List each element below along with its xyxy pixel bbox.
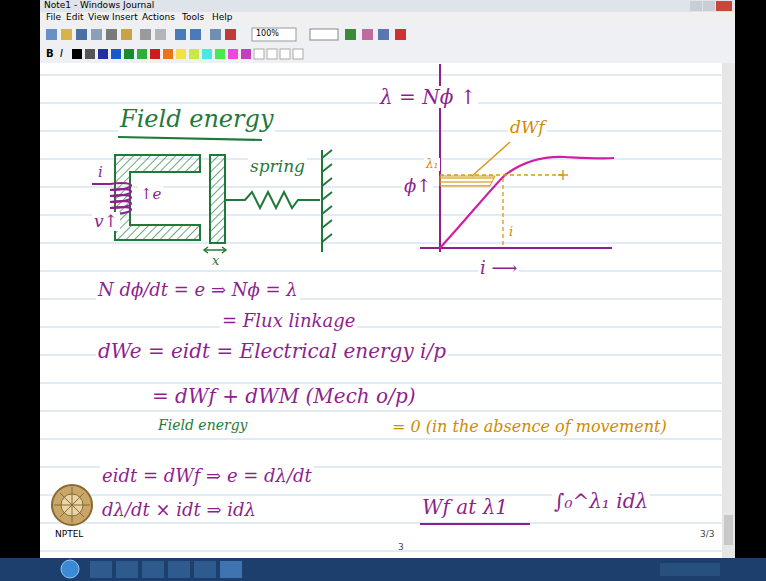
page-heading: Field energy [118, 106, 275, 132]
gap-label: x [210, 254, 221, 268]
equation: dWe = eidt = Electrical energy i/p [96, 340, 448, 362]
energy-increment-label: dWf [508, 118, 547, 137]
menu-item: Tools [182, 13, 204, 23]
title-bar [40, 0, 735, 12]
axis-label: ϕ↑ [402, 176, 433, 196]
menu-item: Insert [112, 13, 138, 23]
voltage-label: v↑ [92, 212, 120, 231]
scrollbar [722, 63, 735, 558]
flux-value: λ₁ [424, 158, 440, 171]
title-underline [118, 137, 262, 140]
note-page [40, 63, 722, 558]
equation: = Flux linkage [220, 311, 357, 331]
page-count: 3/3 [700, 530, 714, 540]
zoom-box: 100% [256, 30, 279, 39]
logo-text: NPTEL [55, 530, 83, 540]
menu-item: Edit [66, 13, 83, 23]
menu-bar [40, 12, 735, 25]
window-title: Note1 - Windows Journal [44, 1, 154, 11]
current-value: i [507, 225, 515, 239]
underline [420, 523, 530, 525]
equation: = dWf + dWM (Mech o/p) [150, 385, 418, 407]
toolbar [40, 25, 735, 45]
gap-arrow [204, 247, 226, 253]
ruled-lines [40, 75, 722, 551]
flux-linkage-label: λ = Nϕ ↑ [378, 86, 478, 108]
menu-item: Help [212, 13, 233, 23]
menu-item: View [88, 13, 109, 23]
part-label: spring [248, 157, 307, 176]
equation: dλ/dt × idt ⇒ idλ [100, 500, 258, 520]
menu-item: File [46, 13, 61, 23]
format-toolbar [40, 45, 735, 63]
taskbar [0, 558, 766, 581]
menu-item: Actions [142, 13, 175, 23]
annotation: = 0 (in the absence of movement) [390, 418, 669, 436]
bold-button: B [46, 48, 54, 59]
result: Wf at λ1 [420, 496, 510, 518]
italic-button: I [60, 48, 63, 59]
spring [225, 150, 332, 252]
electromagnet-core [115, 155, 225, 243]
integral: ∫₀^λ₁ idλ [552, 490, 650, 512]
current-label: i [96, 164, 105, 181]
nptel-logo [52, 485, 92, 525]
equation: eidt = dWf ⇒ e = dλ/dt [100, 466, 314, 486]
page-number: 3 [398, 543, 404, 553]
annotation: Field energy [156, 418, 250, 433]
coil [92, 183, 131, 214]
axis-label: i ⟶ [478, 258, 519, 278]
emf-label: ↑e [138, 186, 163, 203]
equation: N dϕ/dt = e ⇒ Nϕ = λ [96, 280, 300, 300]
toolbar-icons [46, 28, 406, 59]
